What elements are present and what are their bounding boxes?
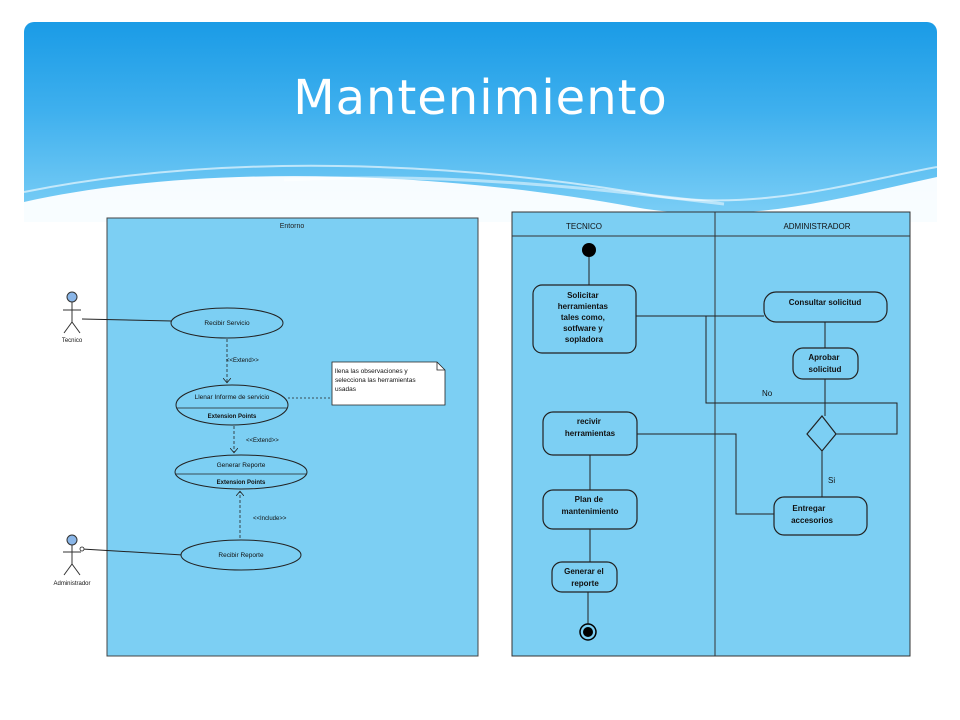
activity-aprobar[interactable]: Aprobar solicitud xyxy=(792,347,859,380)
svg-text:Consultar solicitud: Consultar solicitud xyxy=(789,298,862,307)
svg-text:Entregar accesorios: Entregar accesorios xyxy=(791,504,833,525)
actor-tecnico[interactable]: Tecnico xyxy=(62,291,83,344)
guard-no-label: No xyxy=(762,389,773,398)
use-case-llenar-informe[interactable]: Llenar Informe de servicio Extension Poi… xyxy=(175,384,289,426)
association-tecnico-recibir xyxy=(81,318,173,322)
actor-head-icon xyxy=(66,291,78,303)
end-node-icon xyxy=(579,623,597,641)
actor-administrador[interactable]: Administrador xyxy=(53,534,91,587)
system-boundary xyxy=(106,217,479,657)
svg-text:Generar Reporte: Generar Reporte xyxy=(217,462,266,469)
svg-text:Solicitar herramientas: Solicitar herramientas tales como, sotfw… xyxy=(558,291,610,344)
association-admin-reporte xyxy=(81,548,184,556)
svg-text:Extension Points: Extension Points xyxy=(217,480,266,486)
note-line-2: selecciona las herramientas xyxy=(335,377,416,384)
actor-tecnico-label: Tecnico xyxy=(62,338,83,344)
svg-text:Aprobar solicitud: Aprobar solicitud xyxy=(808,353,841,374)
slide-header: Mantenimiento xyxy=(24,22,937,222)
extend-label-1: <<Extend>> xyxy=(226,358,259,364)
svg-text:Llenar Informe de servicio: Llenar Informe de servicio xyxy=(195,394,270,401)
use-case-generar-reporte[interactable]: Generar Reporte Extension Points xyxy=(174,454,308,490)
header-wave-decoration xyxy=(24,164,937,222)
slide-title: Mantenimiento xyxy=(293,70,668,126)
note-line-1: llena las observaciones y xyxy=(335,368,408,375)
note-line-3: usadas xyxy=(335,386,357,393)
use-case-recibir-servicio[interactable]: Recibir Servicio xyxy=(170,307,284,339)
use-case-diagram: Entorno Tecnico Administrador Recibi xyxy=(53,217,479,657)
start-node-icon xyxy=(582,243,596,257)
actor-administrador-label: Administrador xyxy=(53,581,90,587)
svg-text:Plan de mantenimiento: Plan de mantenimiento xyxy=(562,495,619,516)
svg-text:Generar el reporte: Generar el reporte xyxy=(564,567,606,588)
activity-recivir[interactable]: recivir herramientas xyxy=(542,411,638,456)
svg-text:Recibir Servicio: Recibir Servicio xyxy=(204,320,250,327)
flow-connectors xyxy=(587,257,898,624)
note-box: llena las observaciones y selecciona las… xyxy=(288,361,446,406)
activity-plan[interactable]: Plan de mantenimiento xyxy=(542,489,638,530)
decision-diamond-icon[interactable] xyxy=(806,415,837,452)
svg-text:recivir herramientas: recivir herramientas xyxy=(565,417,616,438)
activity-generar[interactable]: Generar el reporte xyxy=(551,561,618,593)
svg-text:Recibir Reporte: Recibir Reporte xyxy=(218,552,264,559)
activity-entregar[interactable]: Entregar accesorios xyxy=(773,496,868,536)
extend-label-2: <<Extend>> xyxy=(246,438,279,444)
use-case-recibir-reporte[interactable]: Recibir Reporte xyxy=(180,539,302,571)
activity-solicitar[interactable]: Solicitar herramientas tales como, sotfw… xyxy=(532,284,637,354)
activity-consultar[interactable]: Consultar solicitud xyxy=(763,291,888,323)
guard-si-label: Si xyxy=(828,476,835,485)
activity-diagram: TECNICO ADMINISTRADOR Solicitar herramie… xyxy=(511,211,911,657)
actor-head-icon xyxy=(66,534,78,546)
include-label-1: <<Include>> xyxy=(253,516,287,522)
svg-text:Extension Points: Extension Points xyxy=(208,414,257,420)
boundary-label: Entorno xyxy=(280,223,305,230)
lane-tecnico-label: TECNICO xyxy=(566,222,602,231)
lane-administrador-label: ADMINISTRADOR xyxy=(783,222,850,231)
